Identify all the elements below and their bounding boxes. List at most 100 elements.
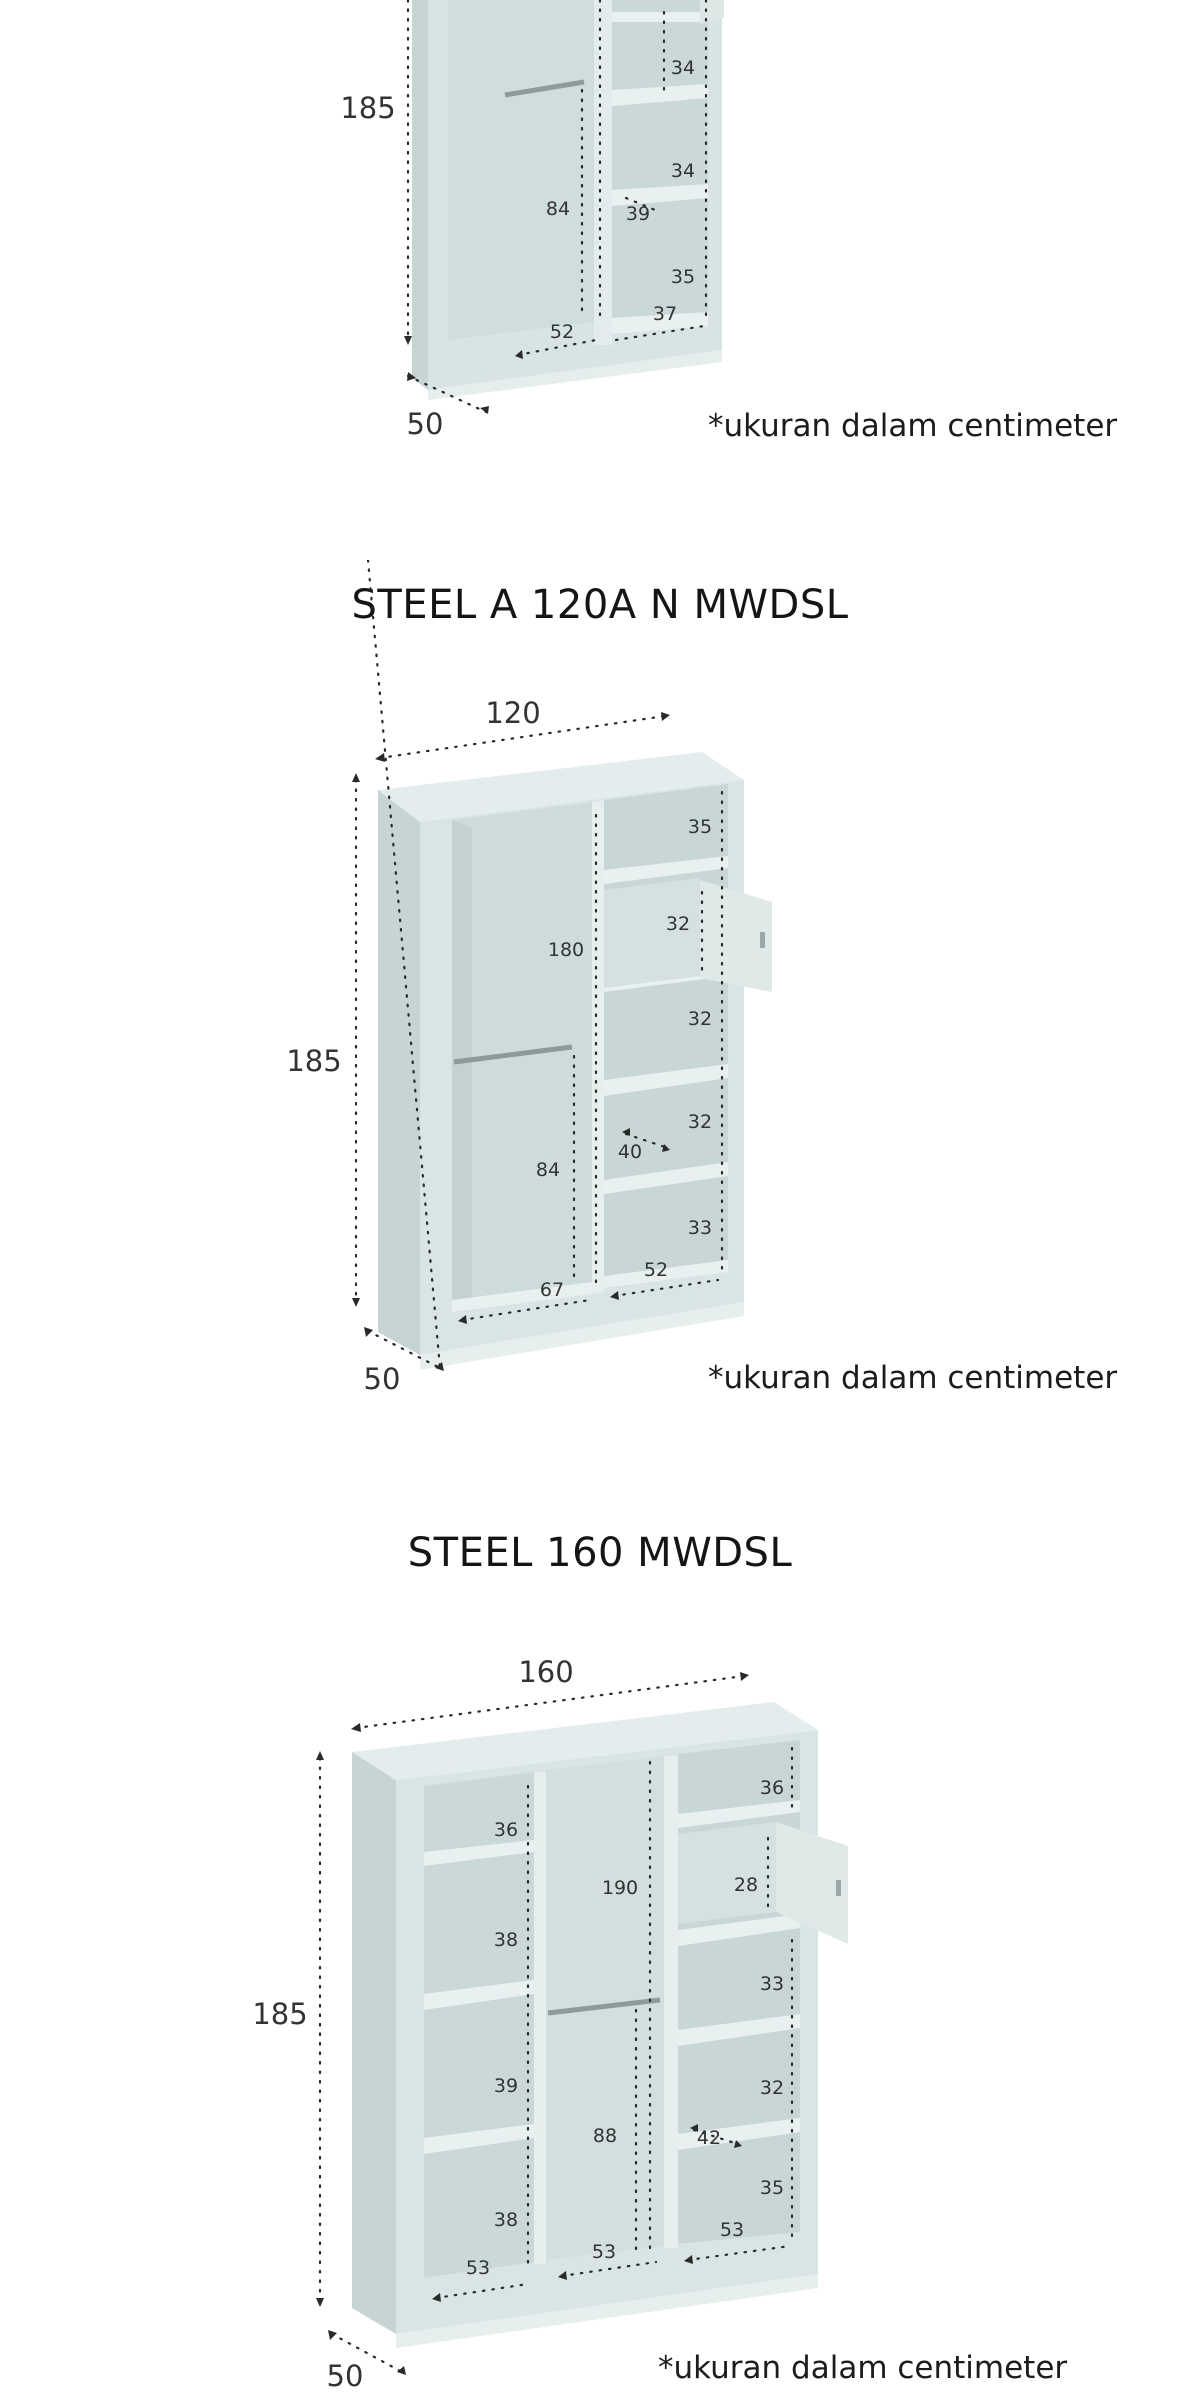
right-bay-height-2: 34: [671, 160, 695, 182]
left-bay-width: 52: [550, 321, 574, 343]
product-title: STEEL 160 MWDSL: [407, 1530, 793, 1576]
depth-dimension-line: [366, 560, 442, 1370]
left-bay-height-4: 38: [494, 2209, 518, 2231]
cabinet-top: [352, 1702, 818, 1780]
left-bay-height-3: 39: [494, 2075, 518, 2097]
drawer-box: [678, 1822, 776, 1924]
arrow-icon: [480, 406, 489, 414]
arrow-icon: [458, 1315, 467, 1324]
door-handle: [836, 1880, 841, 1896]
unit-note: *ukuran dalam centimeter: [708, 408, 1118, 444]
right-bay-height-5: 35: [760, 2177, 784, 2199]
arrow-icon: [558, 2271, 567, 2280]
right-bay-interior: [612, 0, 708, 332]
right-bay-height-1: 34: [671, 57, 695, 79]
bottom-shelf: [604, 1260, 728, 1288]
arrow-icon: [684, 2255, 693, 2264]
height-label: 185: [286, 1044, 341, 1078]
height-label: 185: [252, 1997, 307, 2031]
right-bay-height-2: 32: [666, 913, 690, 935]
right-bay-height-5: 33: [688, 1217, 712, 1239]
arrow-icon: [351, 1723, 361, 1732]
wardrobe-section-3: STEEL 160 MWDSL 160: [0, 1500, 1200, 2400]
arrow-icon: [407, 372, 416, 381]
depth-dimension-line: [366, 1329, 442, 1370]
divider: [592, 800, 604, 1294]
open-door: [776, 1822, 848, 1944]
right-bay-height-3: 33: [760, 1973, 784, 1995]
cabinet-base: [396, 2274, 818, 2348]
inner-width-line: [516, 338, 598, 357]
right-bay-inner-depth: 39: [626, 203, 650, 225]
left-bay-interior: [448, 0, 594, 340]
cabinet-base: [428, 350, 722, 400]
shelf: [612, 12, 708, 22]
right-bay-inner-depth: 42: [697, 2127, 721, 2149]
shelf: [678, 2014, 800, 2046]
open-door: [700, 880, 772, 992]
depth-dimension-line: [330, 2332, 404, 2374]
right-bay-inner-depth: 40: [618, 1141, 642, 1163]
right-bay-height-1: 35: [688, 816, 712, 838]
width-label: 120: [485, 696, 540, 730]
mid-bay-lower-height: 88: [593, 2125, 617, 2147]
shelf: [424, 2124, 534, 2154]
left-bay-wall: [452, 820, 472, 1312]
left-bay-interior: [452, 802, 592, 1312]
shelf: [678, 1800, 800, 1828]
shelf: [424, 1840, 534, 1866]
arrow-icon: [364, 1327, 373, 1337]
divider: [534, 1772, 546, 2264]
inner-width-line: [560, 2260, 658, 2278]
shelf: [604, 1162, 728, 1194]
inner-width-line: [612, 1278, 720, 1298]
arrow-icon: [734, 2140, 742, 2148]
inner-depth-line: [692, 2128, 740, 2146]
unit-note: *ukuran dalam centimeter: [658, 2350, 1068, 2386]
shelf: [424, 1980, 534, 2010]
cabinet-top: [378, 752, 744, 822]
arrow-icon: [375, 753, 385, 762]
arrow-icon: [352, 773, 360, 782]
drawer-box: [604, 878, 700, 988]
left-bay-total-height: 180: [548, 939, 584, 961]
wardrobe-section-2: STEEL A 120A N MWDSL 120: [0, 560, 1200, 1420]
mid-bay-total-height: 190: [602, 1877, 638, 1899]
arrow-icon: [352, 1298, 360, 1307]
depth-label: 50: [327, 2359, 364, 2393]
right-bay-height-3: 32: [688, 1008, 712, 1030]
arrow-icon: [328, 2330, 337, 2340]
left-bay-height-2: 38: [494, 1929, 518, 1951]
shelf: [604, 856, 728, 884]
left-bay-interior: [424, 1772, 534, 2278]
hanging-rod: [547, 1997, 661, 2016]
cabinet-base: [420, 1302, 744, 1370]
left-bay-width: 67: [540, 1279, 564, 1301]
left-bay-lower-height: 84: [546, 198, 570, 220]
cabinet-side: [412, 0, 428, 390]
door-handle: [760, 932, 765, 948]
arrow-icon: [316, 2298, 324, 2307]
unit-note: *ukuran dalam centimeter: [708, 1360, 1118, 1396]
shelf: [612, 84, 708, 106]
inner-depth-line: [624, 196, 662, 214]
shelf: [678, 2118, 800, 2150]
arrow-icon: [397, 2366, 406, 2375]
arrow-icon: [435, 1362, 444, 1371]
right-bay-height-3: 35: [671, 266, 695, 288]
cabinet-side: [352, 1752, 396, 2334]
left-bay-width: 53: [466, 2257, 490, 2279]
inner-width-line: [434, 2282, 530, 2300]
arrow-icon: [740, 1672, 749, 1681]
depth-label: 50: [407, 407, 444, 441]
arrow-icon: [661, 712, 670, 721]
wardrobe-diagram-2: 120 185: [286, 560, 772, 1396]
cabinet-side: [378, 790, 420, 1355]
width-label: 160: [518, 1655, 573, 1689]
product-title: STEEL A 120A N MWDSL: [351, 582, 849, 628]
wardrobe-diagram-3: 160 185: [252, 1655, 848, 2393]
shelf: [612, 312, 708, 334]
right-bay-height-4: 32: [760, 2077, 784, 2099]
right-bay-height-2: 28: [734, 1874, 758, 1896]
arrow-icon: [515, 350, 523, 359]
